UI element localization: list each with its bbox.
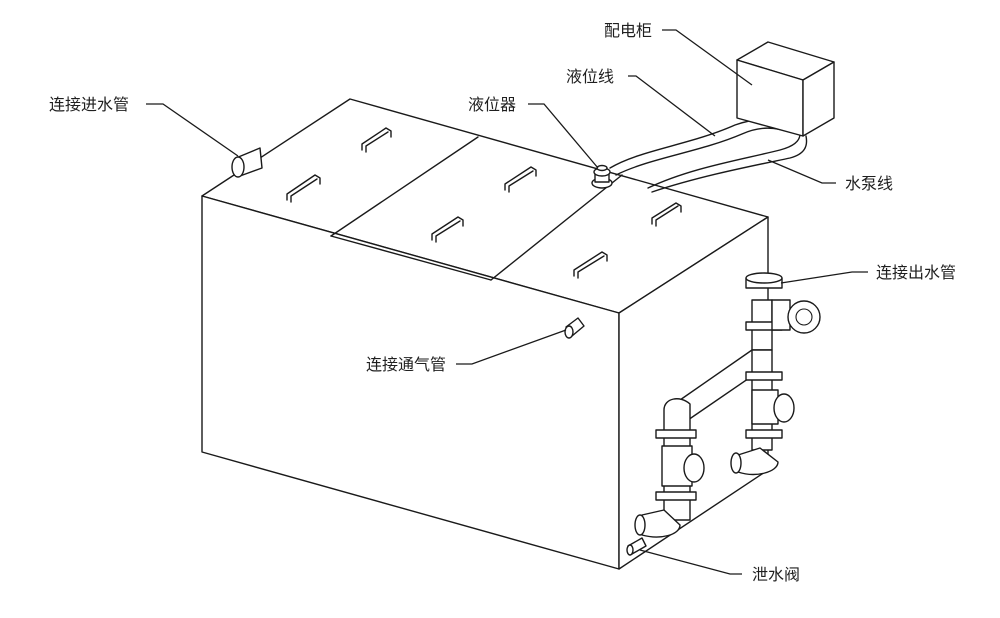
label-vent-pipe: 连接通气管 <box>366 356 446 374</box>
drain-valve-stub <box>626 537 647 556</box>
label-control-cabinet: 配电柜 <box>604 22 652 40</box>
control-cabinet <box>736 41 835 137</box>
top-panel-seams <box>330 136 623 281</box>
cover-handles <box>286 127 682 279</box>
vent-pipe <box>564 317 585 339</box>
leader-lines <box>146 29 868 575</box>
pump-pipework <box>634 272 821 538</box>
label-level-sensor: 液位器 <box>468 96 516 114</box>
label-pump-wire: 水泵线 <box>845 175 893 193</box>
label-inlet-pipe: 连接进水管 <box>49 96 129 114</box>
label-outlet-pipe: 连接出水管 <box>876 264 956 282</box>
tank-body <box>201 98 769 570</box>
level-sensor <box>591 164 613 189</box>
label-level-wire: 液位线 <box>566 68 614 86</box>
inlet-pipe <box>231 147 263 178</box>
label-drain-valve: 泄水阀 <box>752 566 800 584</box>
